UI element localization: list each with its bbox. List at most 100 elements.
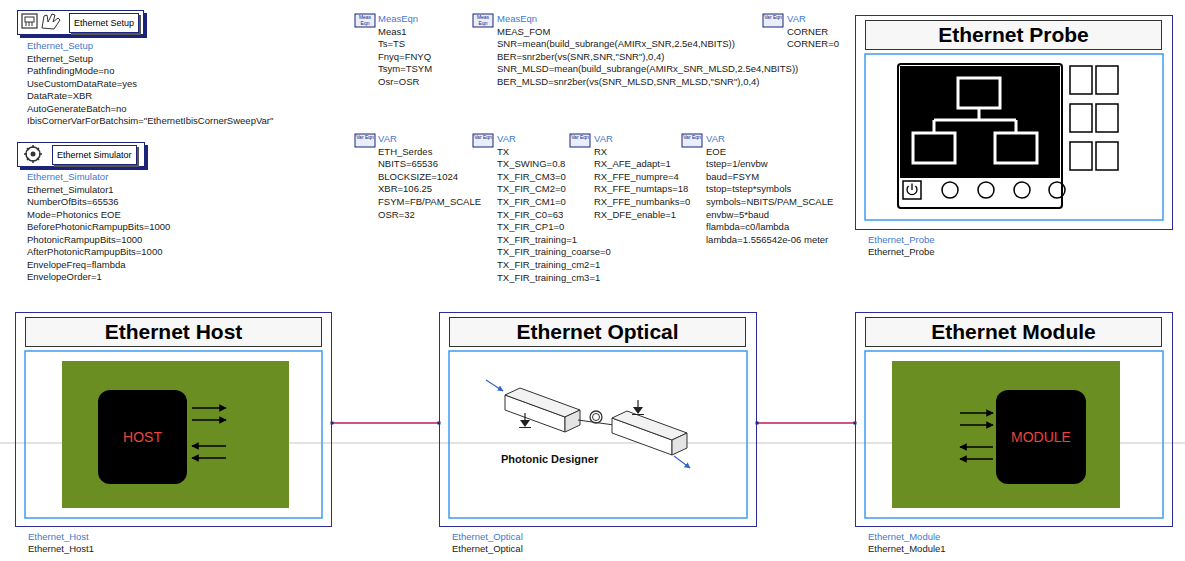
parameter-text: TX_FIR_training_cm3=1 xyxy=(497,272,600,283)
optical-artwork xyxy=(674,456,690,468)
parameter-text: DataRate=XBR xyxy=(27,90,92,101)
panel-title: Ethernet Host xyxy=(25,317,322,347)
probe-screen xyxy=(865,54,1163,220)
parameter-text: NBITS=65536 xyxy=(378,158,438,169)
host-artwork xyxy=(25,351,322,518)
equation-icons xyxy=(473,134,493,147)
equation-icons xyxy=(355,14,783,147)
port-pin xyxy=(756,422,759,425)
host-artwork xyxy=(192,419,226,421)
equation-icons xyxy=(570,134,590,147)
equation-icon-text: Var Eqn xyxy=(763,14,783,27)
simulator-icon xyxy=(24,145,42,163)
parameter-text: BeforePhotonicRampupBits=1000 xyxy=(27,221,170,232)
port-pin xyxy=(331,422,334,425)
module-artwork xyxy=(960,446,993,448)
probe-screen xyxy=(1096,66,1118,94)
host-artwork xyxy=(192,407,226,409)
module-artwork xyxy=(865,351,1163,518)
parameter-text: AfterPhotonicRampupBits=1000 xyxy=(27,246,162,257)
panel-title: Ethernet Optical xyxy=(449,317,746,347)
probe-screen xyxy=(1070,104,1092,132)
host-artwork xyxy=(25,351,322,518)
component-name: Ethernet Setup xyxy=(69,13,139,33)
setup-icon xyxy=(26,22,32,26)
equation-icons xyxy=(682,134,702,147)
probe-screen xyxy=(995,133,1037,163)
setup-icon xyxy=(25,17,34,22)
parameter-text: XBR=106.25 xyxy=(378,183,432,194)
instance-name: VAR xyxy=(594,133,613,144)
host-artwork xyxy=(62,361,289,508)
parameter-text: Ethernet_Optical xyxy=(452,543,523,554)
parameter-text: baud=FSYM xyxy=(706,171,759,182)
equation-icon-text: Var Eqn xyxy=(570,134,590,147)
equation-icon-text: Var Eqn xyxy=(355,134,375,147)
module-artwork xyxy=(960,424,993,426)
setup-icon xyxy=(18,11,68,33)
parameter-text: UseCustomDataRate=yes xyxy=(27,78,137,89)
module-artwork xyxy=(892,361,1120,508)
equation-icons xyxy=(355,14,375,27)
parameter-text: Tsym=TSYM xyxy=(378,63,432,74)
optical-artwork xyxy=(612,411,687,440)
probe-screen xyxy=(1070,66,1092,94)
module-artwork xyxy=(960,458,993,460)
probe-screen xyxy=(1014,182,1030,198)
instance-name: VAR xyxy=(497,133,516,144)
optical-artwork xyxy=(590,411,602,423)
optical-artwork xyxy=(632,400,644,415)
component-box: Ethernet Setup xyxy=(17,10,144,35)
simulator-icon xyxy=(18,143,48,165)
parameter-text: RX_FFE_numtaps=18 xyxy=(594,183,688,194)
probe-screen xyxy=(934,108,1016,133)
parameter-text: TX_FIR_C0=63 xyxy=(497,209,563,220)
parameter-text: TX_FIR_training=1 xyxy=(497,234,577,245)
parameter-text: Ethernet_Probe xyxy=(868,246,935,257)
parameter-text: RX xyxy=(594,146,607,157)
illustration-caption: Photonic Designer xyxy=(501,453,598,465)
optical-artwork xyxy=(672,433,687,455)
parameter-text: BLOCKSIZE=1024 xyxy=(378,171,458,182)
parameter-text: Ethernet_Module1 xyxy=(868,543,946,554)
parameter-text: AutoGenerateBatch=no xyxy=(27,103,127,114)
parameter-text: RX_FFE_numpre=4 xyxy=(594,171,679,182)
parameter-text: Mode=Photonics EOE xyxy=(27,209,121,220)
instance-name: MeasEqn xyxy=(378,13,418,24)
parameter-text: EnvelopeFreq=flambda xyxy=(27,259,126,270)
parameter-text: IbisCornerVarForBatchsim="EthernetIbisCo… xyxy=(27,115,273,126)
setup-icon xyxy=(22,14,37,28)
instance-name: VAR xyxy=(378,133,397,144)
panel-title: Ethernet Module xyxy=(865,317,1162,347)
parameter-text: Ethernet_Setup xyxy=(27,53,93,64)
equation-icons xyxy=(473,14,493,27)
instance-name: VAR xyxy=(706,133,725,144)
optical-artwork xyxy=(519,413,531,428)
instance-name: Ethernet_Setup xyxy=(27,40,93,51)
instance-name: Ethernet_Probe xyxy=(868,234,935,245)
optical-artwork xyxy=(505,388,580,417)
parameter-text: Ethernet_Simulator1 xyxy=(27,184,114,195)
optical-artwork xyxy=(565,410,580,432)
subsystem-panel: Ethernet ModuleMODULE xyxy=(855,312,1173,527)
parameter-text: Fnyq=FNYQ xyxy=(378,51,431,62)
equation-icons xyxy=(355,134,375,147)
chip-box: HOST xyxy=(98,390,187,484)
optical-link-wire xyxy=(332,422,439,424)
probe-screen xyxy=(903,181,921,199)
parameter-text: RX_DFE_enable=1 xyxy=(594,209,676,220)
module-artwork xyxy=(960,412,993,414)
parameter-text: CORNER xyxy=(787,26,828,37)
parameter-text: RX_FFE_numbanks=0 xyxy=(594,196,690,207)
probe-screen xyxy=(1049,182,1065,198)
subsystem-panel: Ethernet HostHOST xyxy=(15,312,332,527)
parameter-text: TX_FIR_training_coarse=0 xyxy=(497,246,611,257)
chip-label: HOST xyxy=(123,429,162,445)
parameter-text: EOE xyxy=(706,146,726,157)
parameter-text: TX_SWING=0.8 xyxy=(497,158,565,169)
host-artwork xyxy=(192,445,226,447)
simulator-icon xyxy=(18,143,48,165)
optical-artwork xyxy=(593,414,600,421)
optical-artwork xyxy=(449,351,747,518)
